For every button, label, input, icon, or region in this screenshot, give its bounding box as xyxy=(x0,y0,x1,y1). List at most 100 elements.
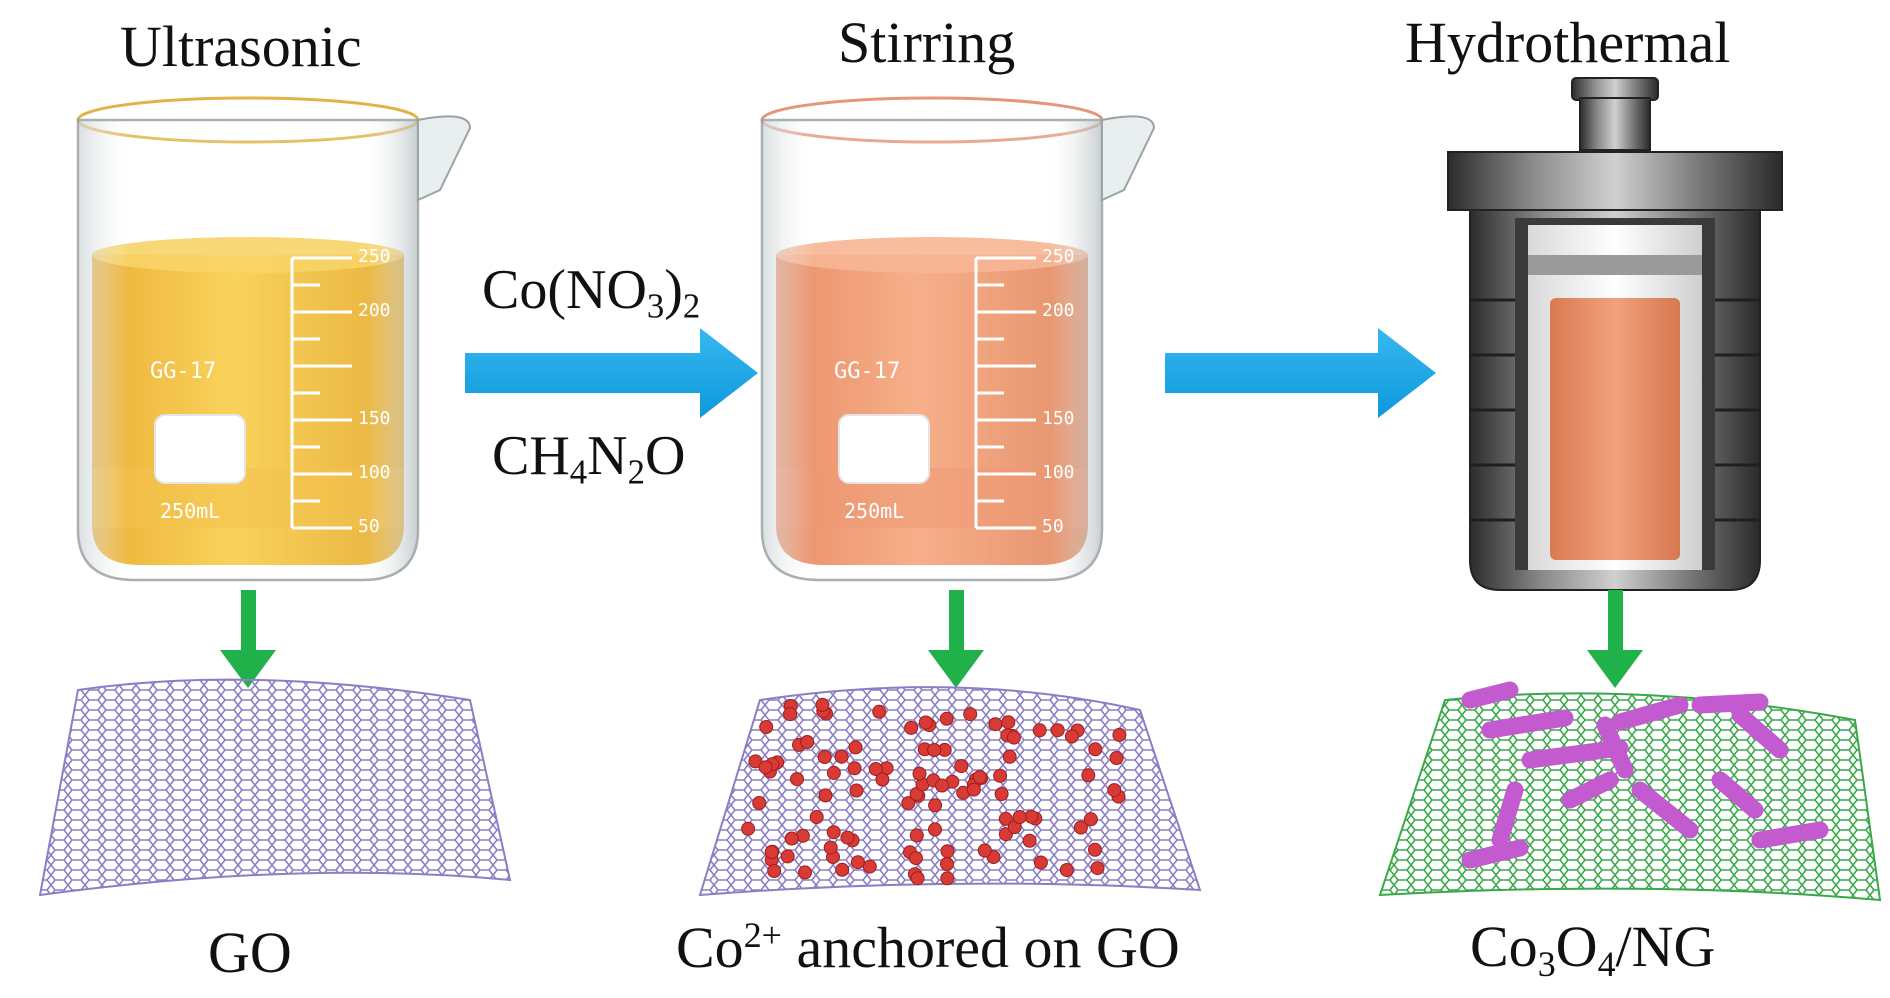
product-co-anchored-prefix: Co xyxy=(676,914,744,980)
co-ion xyxy=(850,855,865,870)
co-ion xyxy=(1012,810,1027,824)
product-co-anchored: Co2+ anchored on GO xyxy=(676,914,1180,980)
product-co3o4-sub1: 3 xyxy=(1537,944,1556,985)
co3o4-rod xyxy=(1631,781,1699,839)
scale-mark-250: 250 xyxy=(1042,246,1075,267)
scale-mark-100: 100 xyxy=(1042,462,1075,483)
co3o4-rod xyxy=(1481,709,1574,739)
co3o4-rod xyxy=(1751,821,1829,849)
reagent-cobalt-nitrate: Co(NO3)2 xyxy=(482,262,700,324)
beaker-ultrasonic: 250 200 150 100 50 GG-17 250mL xyxy=(76,96,472,582)
graduation-marks xyxy=(290,256,352,530)
co-ion xyxy=(1050,723,1065,738)
co-ion xyxy=(988,717,1003,732)
product-co3o4-pre: Co xyxy=(1470,914,1538,979)
co-ion xyxy=(1001,715,1016,730)
reagent-cobalt-nitrate-mid: ) xyxy=(664,259,683,321)
co-ion xyxy=(847,761,862,776)
product-co3o4-ng: Co3O4/NG xyxy=(1470,918,1715,983)
co-ion xyxy=(758,760,773,775)
co-ion xyxy=(972,770,987,784)
co-ion xyxy=(1109,751,1124,765)
scale-mark-50: 50 xyxy=(1042,516,1064,537)
co-ion xyxy=(993,768,1008,783)
autoclave-solution xyxy=(1550,298,1680,560)
co-ion xyxy=(741,821,756,836)
co-ion xyxy=(783,707,798,722)
co3o4-rod xyxy=(1491,781,1524,849)
co-ion xyxy=(849,783,864,798)
co3o4-rod xyxy=(1731,706,1789,759)
co-ion xyxy=(818,788,833,803)
scale-mark-200: 200 xyxy=(358,300,391,321)
co-ion xyxy=(862,859,877,874)
co-ion xyxy=(908,851,923,866)
hydrothermal-autoclave xyxy=(1447,77,1783,591)
ng-sheet-with-co3o4 xyxy=(1378,681,1882,902)
co-ion xyxy=(809,810,824,824)
co-ion xyxy=(764,845,779,860)
co-ion xyxy=(994,787,1009,801)
co-ion xyxy=(817,750,832,764)
co-ion xyxy=(780,849,795,864)
co-ion xyxy=(1081,768,1096,783)
co-ion xyxy=(1032,723,1047,738)
stage-title-ultrasonic: Ultrasonic xyxy=(120,14,362,79)
co-ion xyxy=(940,857,954,871)
beaker-brand: GG-17 xyxy=(150,359,216,384)
co-ion xyxy=(1002,749,1017,764)
go-sheet xyxy=(38,678,512,897)
co3o4-rod xyxy=(1461,681,1519,709)
co-ion xyxy=(935,778,949,793)
scale-mark-200: 200 xyxy=(1042,300,1075,321)
co3o4-rod xyxy=(1596,716,1634,779)
co-ion xyxy=(826,765,841,780)
product-go: GO xyxy=(208,920,292,985)
co-ion xyxy=(912,766,927,781)
stage-title-hydrothermal: Hydrothermal xyxy=(1405,10,1731,75)
co-ion xyxy=(927,743,942,757)
product-co-anchored-suffix: anchored on GO xyxy=(781,914,1180,980)
process-arrow-2 xyxy=(1165,328,1436,418)
co-ion xyxy=(1006,730,1021,745)
co-ion xyxy=(939,711,954,726)
co-ion-cluster xyxy=(741,697,1127,886)
reagent-urea-sub1: 4 xyxy=(569,452,588,492)
graduation-marks xyxy=(974,256,1036,530)
co-ion xyxy=(1088,842,1102,857)
beaker-volume: 250mL xyxy=(160,499,220,523)
beaker-label-patch xyxy=(838,414,930,484)
reagent-cobalt-nitrate-pre: Co(NO xyxy=(482,259,647,321)
co-ion xyxy=(918,715,933,730)
scale-mark-50: 50 xyxy=(358,516,380,537)
go-sheet-with-co-ions xyxy=(698,686,1202,897)
co-ion xyxy=(868,762,883,776)
reagent-urea-post: O xyxy=(644,425,686,487)
co-ion xyxy=(1022,833,1037,848)
co-ion xyxy=(840,830,855,845)
stage-title-stirring: Stirring xyxy=(838,10,1016,75)
scale-mark-100: 100 xyxy=(358,462,391,483)
co-ion xyxy=(1112,727,1127,742)
co-ion xyxy=(966,782,981,797)
reagent-cobalt-nitrate-sub: 3 xyxy=(646,286,665,326)
beaker-label-patch xyxy=(154,414,246,484)
scale-mark-150: 150 xyxy=(1042,408,1075,429)
product-co3o4-mid: O xyxy=(1555,914,1598,979)
reagent-urea: CH4N2O xyxy=(492,428,685,490)
reagent-urea-mid: N xyxy=(587,425,628,487)
co-ion xyxy=(940,871,955,886)
co-ion xyxy=(904,720,919,735)
scale-mark-250: 250 xyxy=(358,246,391,267)
co-ion xyxy=(909,828,924,843)
down-arrow-1 xyxy=(220,590,276,688)
co-ion xyxy=(963,707,978,722)
co-ion xyxy=(752,796,767,810)
co-ion xyxy=(910,871,925,886)
co-ion xyxy=(1090,861,1105,876)
down-arrow-2 xyxy=(928,590,984,688)
co-ion xyxy=(1033,855,1048,870)
down-arrow-3 xyxy=(1587,590,1643,688)
co-ion xyxy=(759,720,774,734)
